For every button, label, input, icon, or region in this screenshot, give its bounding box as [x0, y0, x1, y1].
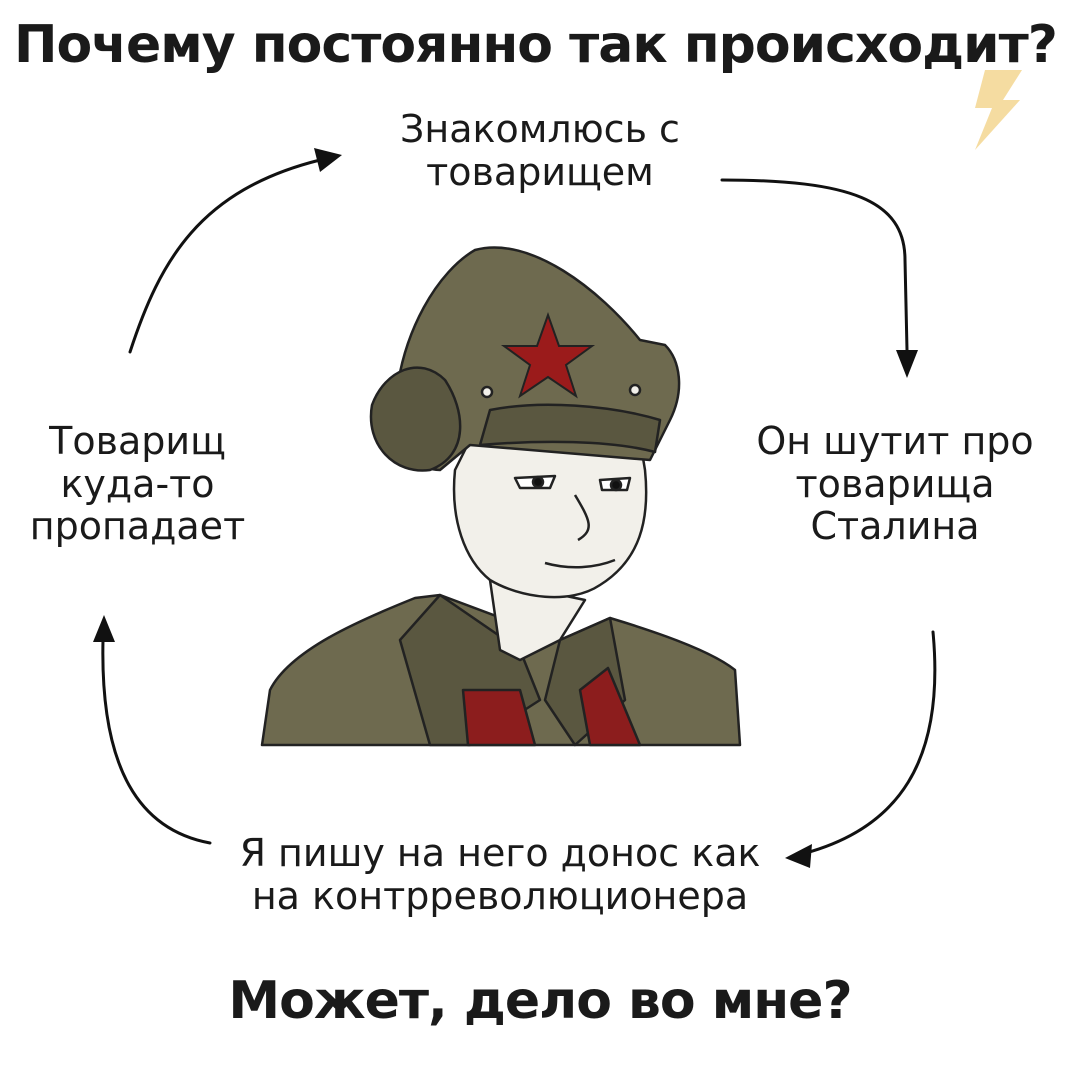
collar-tab-right: [578, 666, 642, 747]
cycle-arrows: [101, 158, 937, 857]
arrowhead-left: [93, 615, 115, 642]
page-title: Почему постоянно так происходит?: [14, 15, 1058, 75]
cycle-step-joke: Он шутит про товарища Сталина: [756, 419, 1034, 549]
cycle-step-meet: Знакомлюсь с товарищем: [400, 107, 680, 194]
soldier-illustration: [260, 246, 742, 747]
arrowheads: [93, 148, 918, 868]
red-star-icon: [500, 312, 596, 399]
lightning-icon: [975, 70, 1022, 150]
arrowhead-top: [314, 148, 342, 172]
arrow-bottom-to-left: [101, 638, 212, 845]
footer-question: Может, дело во мне?: [228, 971, 852, 1031]
arrow-right-to-bottom: [796, 630, 937, 857]
hat-flap-left: [369, 366, 462, 472]
face: [452, 438, 648, 599]
mouth: [544, 558, 616, 569]
cycle-step-disappear: Товарищ куда-то пропадает: [29, 419, 246, 549]
collar-tab-left: [461, 688, 537, 747]
cycle-step-denounce: Я пишу на него донос как на контрреволюц…: [239, 831, 761, 918]
arrow-left-to-top: [128, 158, 322, 354]
hat-visor: [478, 403, 662, 454]
arrow-top-to-right: [720, 178, 909, 352]
nose: [573, 494, 590, 542]
arrowhead-bottom: [785, 844, 812, 868]
arrowhead-right: [896, 350, 918, 378]
